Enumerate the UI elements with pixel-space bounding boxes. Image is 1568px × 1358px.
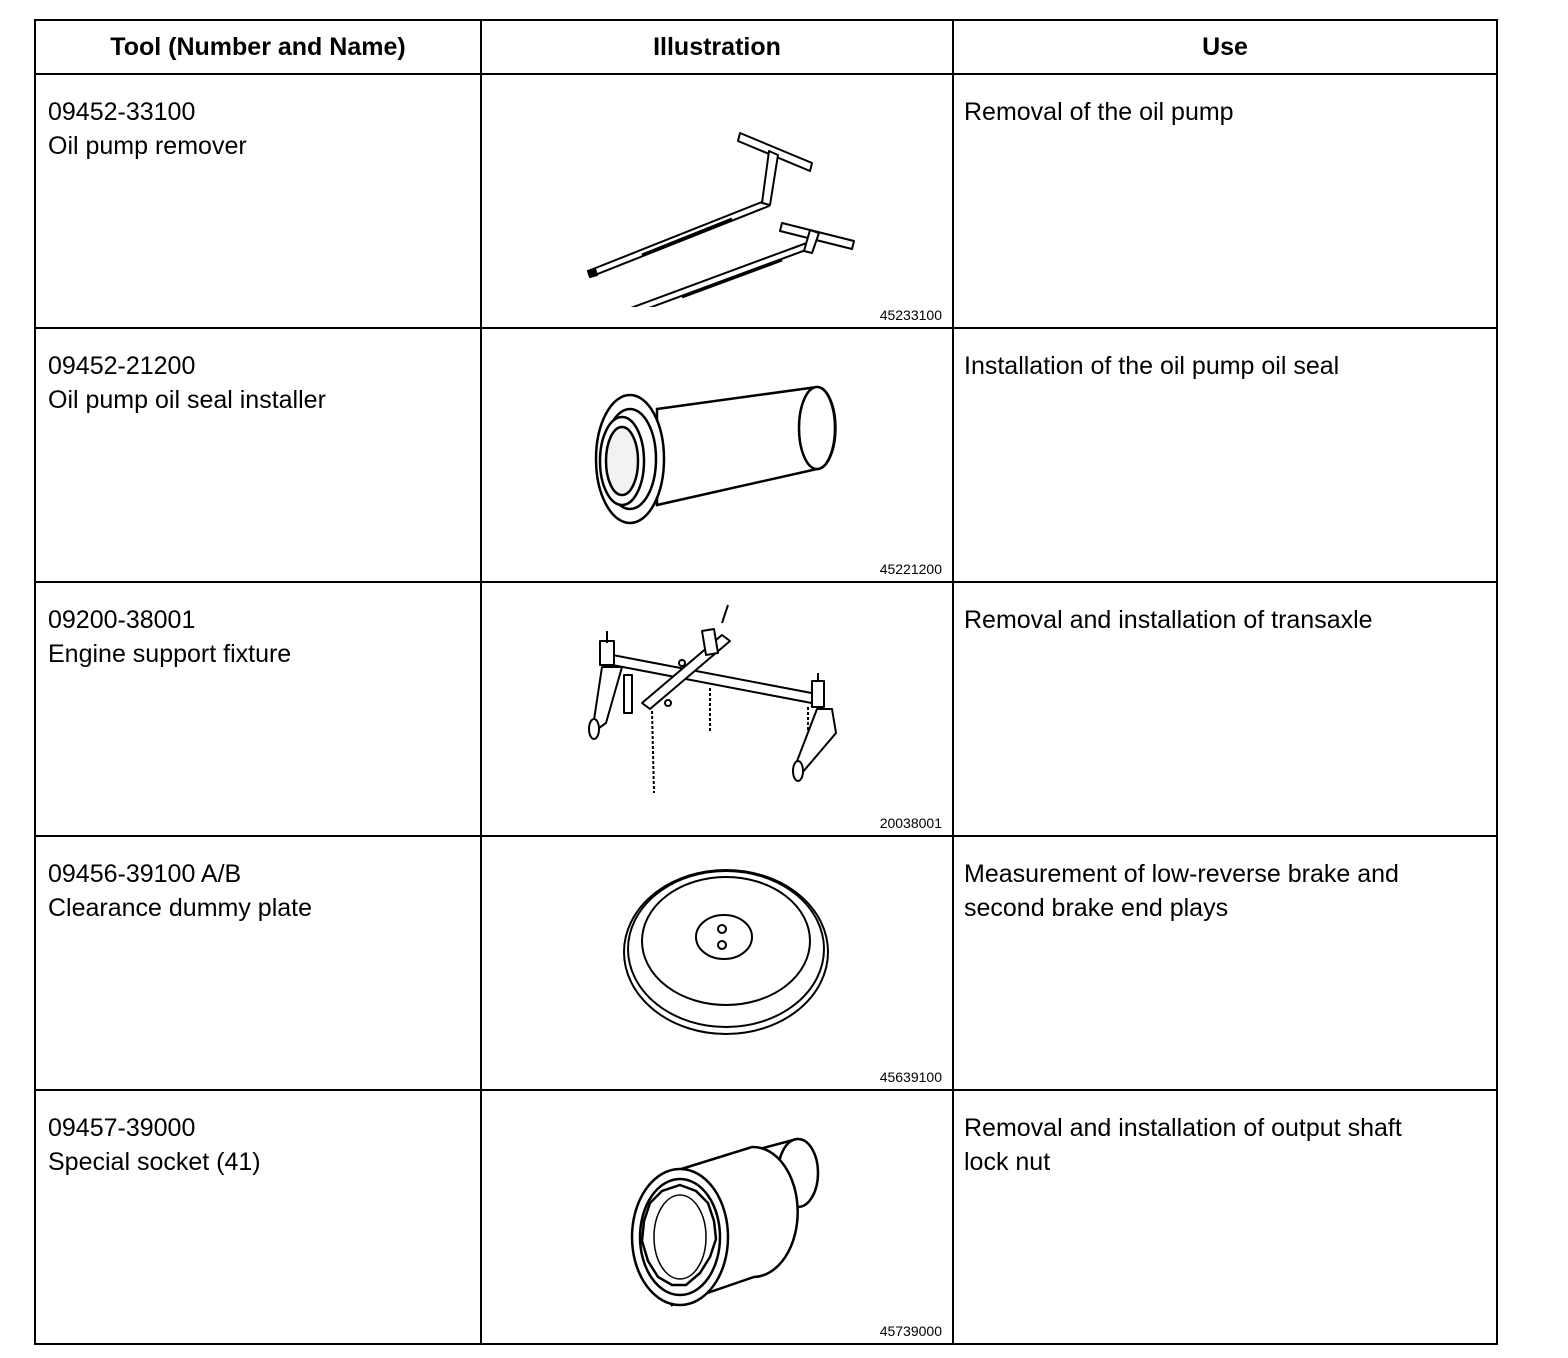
figure-code: 45639100 — [879, 1069, 942, 1085]
tool-name: Oil pump remover — [48, 132, 247, 160]
tool-number: 09200-38001 — [48, 606, 196, 634]
use-cell: Removal of the oil pump — [952, 73, 1498, 329]
use-cell: Measurement of low-reverse brake and sec… — [952, 835, 1498, 1091]
tool-cell: 09200-38001 Engine support fixture — [34, 581, 482, 837]
tool-number: 09456-39100 A/B — [48, 860, 242, 888]
figure-code: 45233100 — [879, 307, 942, 323]
dummy-plate-icon — [623, 869, 829, 1035]
use-cell: Installation of the oil pump oil seal — [952, 327, 1498, 583]
tool-number: 09452-33100 — [48, 98, 196, 126]
use-text: Installation of the oil pump oil seal — [964, 352, 1340, 380]
special-socket-icon — [630, 1137, 820, 1307]
use-text: Removal and installation of output shaft — [964, 1114, 1402, 1142]
figure-code: 20038001 — [879, 815, 942, 831]
illustration-cell: 45233100 — [480, 73, 954, 329]
engine-support-fixture-icon — [588, 604, 837, 794]
tool-cell: 09457-39000 Special socket (41) — [34, 1089, 482, 1345]
table-row: 09456-39100 A/B Clearance dummy plate 45… — [34, 835, 1498, 1091]
header-illustration: Illustration — [480, 19, 954, 75]
illustration-cell: 45739000 — [480, 1089, 954, 1345]
use-text: Measurement of low-reverse brake and — [964, 860, 1399, 888]
header-use: Use — [952, 19, 1498, 75]
oil-pump-remover-icon — [587, 132, 855, 307]
use-cell: Removal and installation of output shaft… — [952, 1089, 1498, 1345]
tool-number: 09457-39000 — [48, 1114, 196, 1142]
illustration-cell: 45221200 — [480, 327, 954, 583]
oil-seal-installer-icon — [594, 385, 837, 525]
use-text: second brake end plays — [964, 894, 1229, 922]
use-text: Removal of the oil pump — [964, 98, 1234, 126]
table-row: 09452-33100 Oil pump remover — [34, 73, 1498, 329]
tool-number: 09452-21200 — [48, 352, 196, 380]
special-tools-table: Tool (Number and Name) Illustration Use … — [34, 19, 1498, 1345]
tool-name: Engine support fixture — [48, 640, 292, 668]
tool-cell: 09456-39100 A/B Clearance dummy plate — [34, 835, 482, 1091]
figure-code: 45221200 — [879, 561, 942, 577]
tool-name: Special socket (41) — [48, 1148, 261, 1176]
use-text: lock nut — [964, 1148, 1051, 1176]
table-row: 09200-38001 Engine support fixture — [34, 581, 1498, 837]
table-row: 09452-21200 Oil pump oil seal installer … — [34, 327, 1498, 583]
tool-name: Oil pump oil seal installer — [48, 386, 326, 414]
header-tool: Tool (Number and Name) — [34, 19, 482, 75]
illustration-cell: 45639100 — [480, 835, 954, 1091]
tool-name: Clearance dummy plate — [48, 894, 313, 922]
use-text: Removal and installation of transaxle — [964, 606, 1373, 634]
figure-code: 45739000 — [879, 1323, 942, 1339]
illustration-cell: 20038001 — [480, 581, 954, 837]
table-row: 09457-39000 Special socket (41) — [34, 1089, 1498, 1345]
tool-cell: 09452-21200 Oil pump oil seal installer — [34, 327, 482, 583]
header-row: Tool (Number and Name) Illustration Use — [34, 19, 1498, 75]
use-cell: Removal and installation of transaxle — [952, 581, 1498, 837]
tool-cell: 09452-33100 Oil pump remover — [34, 73, 482, 329]
